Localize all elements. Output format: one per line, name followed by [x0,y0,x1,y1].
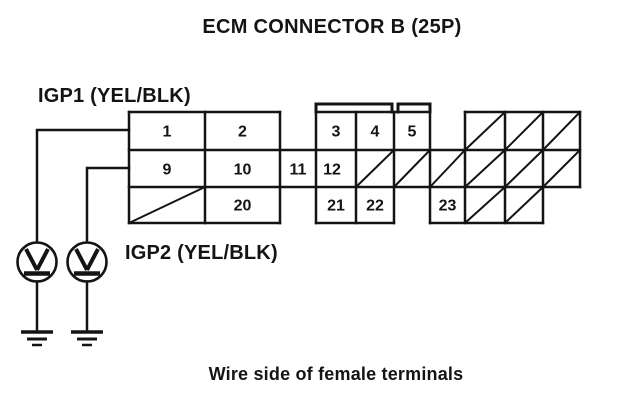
pin-12: 12 [323,162,341,179]
pin-numbers: 1 2 3 4 5 9 10 11 12 20 21 22 23 [163,124,457,215]
ground-icon [71,330,103,347]
pin-23: 23 [439,198,457,215]
pin-4: 4 [371,124,380,141]
pin-1: 1 [163,124,172,141]
label-igp2: IGP2 (YEL/BLK) [125,242,278,264]
connector-grid [127,102,582,225]
pin-2: 2 [238,124,247,141]
voltmeter-icon [66,241,108,283]
wire-igp1-trace [35,128,131,245]
pin-9: 9 [163,162,172,179]
pin-11: 11 [290,162,307,179]
pin-21: 21 [327,198,345,215]
grid-verticals [127,110,582,225]
connector-key-tab [314,102,432,114]
pin-3: 3 [332,124,341,141]
pin-22: 22 [366,198,384,215]
unused-cell-hatching [128,111,581,224]
grid-horizontals [127,110,582,225]
page-title: ECM CONNECTOR B (25P) [202,16,461,38]
diagram-caption: Wire side of female terminals [209,364,464,384]
pin-20: 20 [234,198,252,215]
pin-10: 10 [234,162,252,179]
probe-v-glyph [74,248,100,271]
probe-v-glyph [24,248,50,271]
voltmeter-icon [16,241,58,283]
ground-icon [21,330,53,347]
wire-igp2-trace [85,166,131,245]
label-igp1: IGP1 (YEL/BLK) [38,85,191,107]
pin-5: 5 [408,124,417,141]
